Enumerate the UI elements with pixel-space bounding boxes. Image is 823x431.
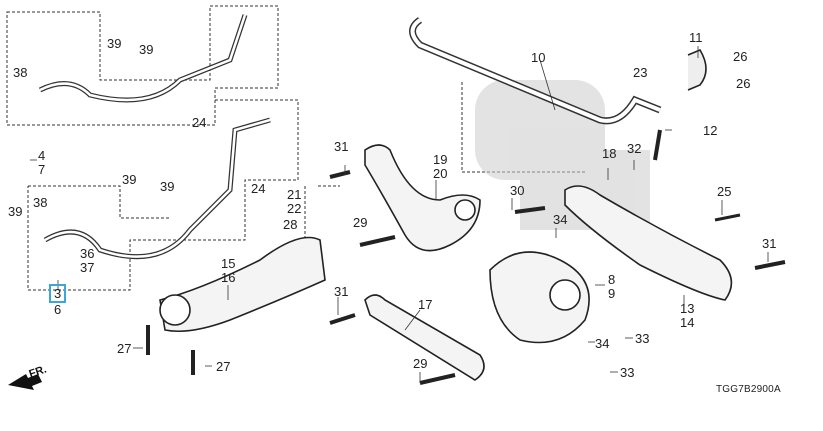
callout-31[interactable]: 31 [334, 139, 349, 154]
trailing-arm [564, 185, 733, 301]
bolt-31b [329, 313, 356, 325]
callout-15[interactable]: 15 [221, 256, 236, 271]
callout-27[interactable]: 27 [216, 359, 231, 374]
callout-34[interactable]: 34 [553, 212, 568, 227]
bolt-31a [329, 170, 351, 179]
callout-29[interactable]: 29 [353, 215, 368, 230]
callout-4[interactable]: 4 [38, 148, 46, 163]
callout-13[interactable]: 13 [680, 301, 695, 316]
callout-8[interactable]: 8 [608, 272, 616, 287]
callout-22[interactable]: 22 [287, 201, 302, 216]
bolt-29b [419, 373, 456, 385]
callout-39[interactable]: 39 [160, 179, 175, 194]
callout-39[interactable]: 39 [139, 42, 154, 57]
callout-30[interactable]: 30 [510, 183, 525, 198]
callout-17[interactable]: 17 [418, 297, 433, 312]
callout-27[interactable]: 27 [117, 341, 132, 356]
callout-3-highlighted[interactable]: 3 [49, 284, 67, 303]
callout-38[interactable]: 38 [13, 65, 28, 80]
callout-10[interactable]: 10 [531, 50, 546, 65]
callout-31[interactable]: 31 [762, 236, 777, 251]
callout-34[interactable]: 34 [595, 336, 610, 351]
stabilizer-bracket [687, 48, 707, 91]
bolt-30 [514, 206, 546, 214]
callout-32[interactable]: 32 [627, 141, 642, 156]
callout-37[interactable]: 37 [80, 260, 95, 275]
front-arrow-icon [8, 374, 42, 390]
callout-26[interactable]: 26 [733, 49, 748, 64]
stabilizer-link [653, 129, 662, 161]
callout-20[interactable]: 20 [433, 166, 448, 181]
bolt-29a [359, 235, 396, 247]
callout-18[interactable]: 18 [602, 146, 617, 161]
callout-14[interactable]: 14 [680, 315, 695, 330]
callout-33[interactable]: 33 [635, 331, 650, 346]
callout-29[interactable]: 29 [413, 356, 428, 371]
callout-24[interactable]: 24 [192, 115, 207, 130]
callout-16[interactable]: 16 [221, 270, 236, 285]
callout-26[interactable]: 26 [736, 76, 751, 91]
callout-25[interactable]: 25 [717, 184, 732, 199]
callout-36[interactable]: 36 [80, 246, 95, 261]
harness-lower [43, 117, 271, 260]
callout-6[interactable]: 6 [54, 302, 62, 317]
callout-33[interactable]: 33 [620, 365, 635, 380]
callout-9[interactable]: 9 [608, 286, 616, 301]
lower-arm [159, 236, 326, 333]
control-link [364, 294, 485, 381]
callout-21[interactable]: 21 [287, 187, 302, 202]
callout-39[interactable]: 39 [122, 172, 137, 187]
callout-28[interactable]: 28 [283, 217, 298, 232]
callout-23[interactable]: 23 [633, 65, 648, 80]
bolt-25 [714, 213, 741, 222]
callout-12[interactable]: 12 [703, 123, 718, 138]
harness-upper [38, 14, 248, 103]
knuckle [489, 251, 590, 344]
callout-11[interactable]: 11 [689, 30, 703, 45]
harness-group-box-upper [6, 5, 279, 126]
diagram-code: TGG7B2900A [716, 384, 781, 395]
callout-39[interactable]: 39 [107, 36, 122, 51]
callout-31[interactable]: 31 [334, 284, 349, 299]
callout-24[interactable]: 24 [251, 181, 266, 196]
callout-7[interactable]: 7 [38, 162, 46, 177]
upper-arm [364, 144, 481, 252]
callout-19[interactable]: 19 [433, 152, 448, 167]
bolt-31c [754, 260, 786, 270]
callout-38[interactable]: 38 [33, 195, 48, 210]
callout-39[interactable]: 39 [8, 204, 23, 219]
harness-group-box-lower [27, 99, 299, 291]
